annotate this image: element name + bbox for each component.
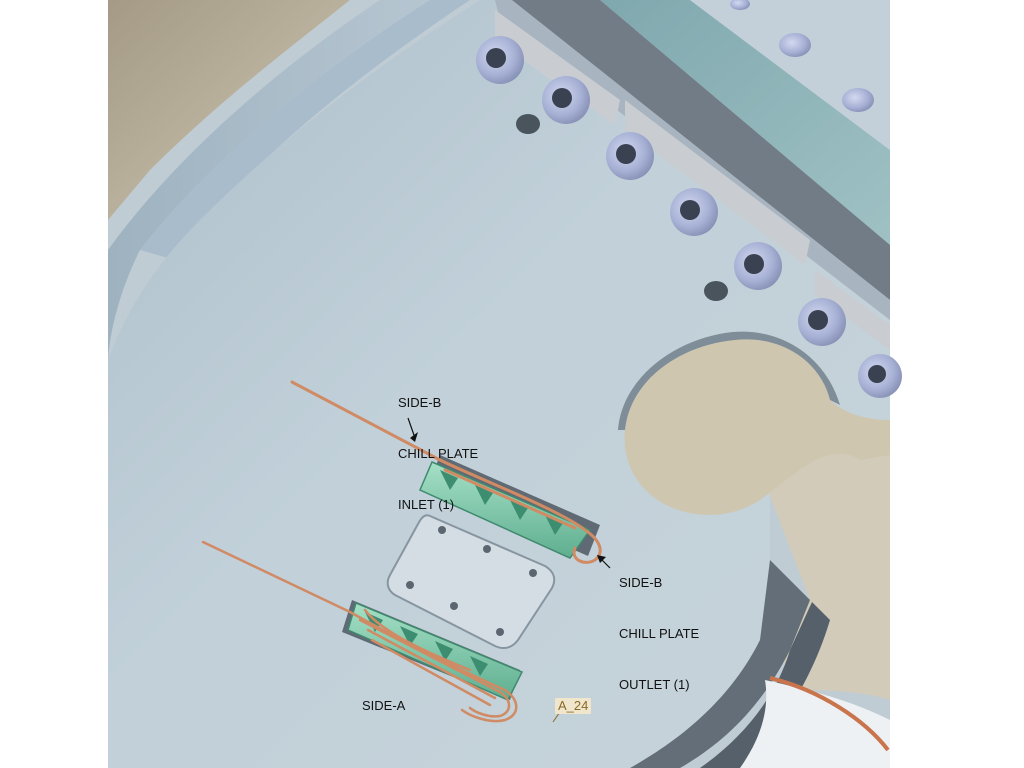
side-b-inlet-label: SIDE-B CHILL PLATE INLET (1) <box>398 360 478 530</box>
disc-rim <box>108 0 430 360</box>
background-housing <box>108 0 350 220</box>
side-a-tubing <box>201 540 518 723</box>
callout-tag[interactable]: A_24 <box>555 698 592 714</box>
keyhole-wall <box>618 331 840 430</box>
side-b-outlet-label: SIDE-B CHILL PLATE OUTLET (1) <box>619 540 699 710</box>
bolt-row <box>476 36 902 398</box>
spacer-block <box>815 270 890 350</box>
bolt-icon <box>670 188 718 236</box>
flange-bolt-icon <box>730 0 874 112</box>
lower-rim <box>740 680 890 768</box>
external-tubing <box>769 676 890 752</box>
side-b-inlet-line: SIDE-B <box>398 395 442 410</box>
mounting-plate <box>386 514 556 649</box>
side-b-inlet-line: CHILL PLATE <box>398 446 479 461</box>
disc-rim-shadow <box>140 0 470 260</box>
bolt-icon <box>476 36 524 84</box>
side-b-tubing <box>290 380 602 564</box>
inlet-arrow <box>407 417 418 442</box>
plate-edge <box>630 560 810 768</box>
hole <box>516 114 540 134</box>
side-a-label: SIDE-A <box>362 698 406 713</box>
side-b-inlet-line: INLET (1) <box>398 497 455 512</box>
bolt-icon <box>734 242 782 290</box>
bolt-icon <box>542 76 590 124</box>
bolt-icon <box>858 354 902 398</box>
bolt-icon <box>606 132 654 180</box>
side-b-outlet-line: OUTLET (1) <box>619 677 690 692</box>
outlet-arrow <box>597 555 611 569</box>
side-b-outlet-line: SIDE-B <box>619 575 663 590</box>
bolt-icon <box>798 298 846 346</box>
flange-top <box>690 0 890 150</box>
keyhole-cutout <box>624 339 890 515</box>
plate-edge-face <box>700 602 830 768</box>
spacer-block <box>625 100 810 265</box>
hole <box>704 281 728 301</box>
side-b-outlet-line: CHILL PLATE <box>619 626 700 641</box>
